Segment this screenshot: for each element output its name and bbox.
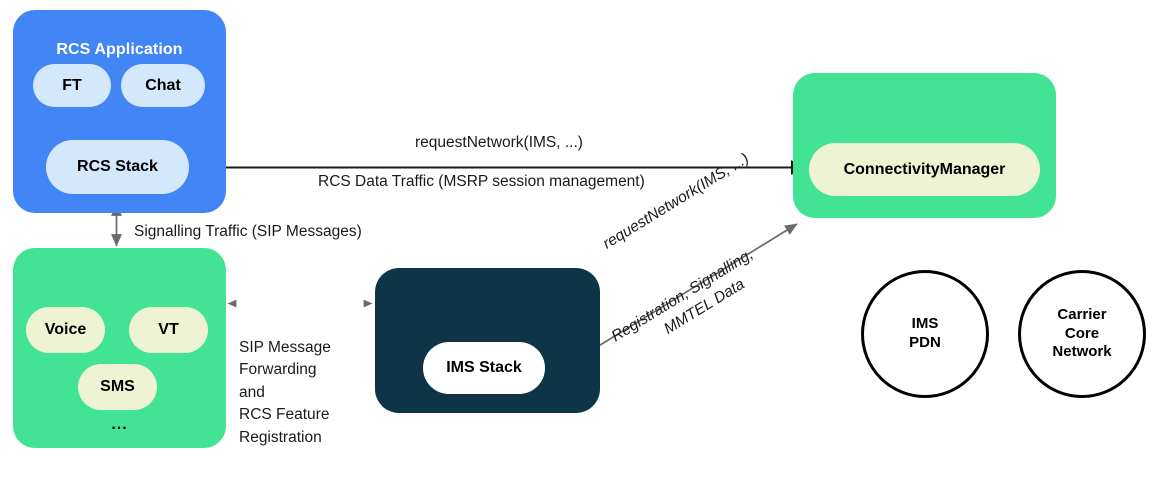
node-ft[interactable]: FT bbox=[33, 64, 111, 107]
node-label-sms: SMS bbox=[100, 378, 135, 395]
node-rcs-stack[interactable]: RCS Stack bbox=[46, 140, 189, 194]
node-label-vt: VT bbox=[158, 321, 179, 338]
edge-label-request-network-rcs: requestNetwork(IMS, ...) bbox=[415, 134, 583, 151]
edge-label-request-network-ims: requestNetwork(IMS, ...) bbox=[600, 150, 753, 253]
node-carrier-core-network[interactable]: Carrier Core Network bbox=[1018, 270, 1146, 398]
node-label-rcs-stack: RCS Stack bbox=[77, 158, 158, 175]
node-label-carrier-line1: Carrier bbox=[1057, 305, 1107, 323]
edge-label-signalling-traffic: Signalling Traffic (SIP Messages) bbox=[134, 223, 362, 240]
node-chat[interactable]: Chat bbox=[121, 64, 205, 107]
node-label-carrier-line2: Core bbox=[1064, 324, 1100, 342]
node-ims-pdn[interactable]: IMS PDN bbox=[861, 270, 989, 398]
edge-label-sip-message-forwarding: SIP Message Forwarding and RCS Feature R… bbox=[239, 339, 331, 446]
telephony-ellipsis: ... bbox=[111, 416, 128, 433]
node-label-voice: Voice bbox=[44, 321, 87, 338]
node-label-connectivity-manager: ConnectivityManager bbox=[843, 160, 1006, 178]
node-vt[interactable]: VT bbox=[129, 307, 208, 353]
node-label-ft: FT bbox=[62, 76, 82, 94]
node-sms[interactable]: SMS bbox=[78, 364, 157, 410]
node-label-ims-pdn-line2: PDN bbox=[909, 334, 941, 351]
node-voice[interactable]: Voice bbox=[26, 307, 105, 353]
node-ims-stack[interactable]: IMS Stack bbox=[423, 342, 545, 394]
node-label-ims-pdn-line1: IMS bbox=[911, 315, 939, 333]
node-label-chat: Chat bbox=[145, 76, 181, 94]
edge-label-rcs-data-traffic: RCS Data Traffic (MSRP session managemen… bbox=[318, 173, 645, 190]
node-label-ims-stack: IMS Stack bbox=[446, 359, 522, 376]
node-connectivity-manager[interactable]: ConnectivityManager bbox=[809, 143, 1040, 196]
node-label-carrier-line3: Network bbox=[1052, 343, 1112, 361]
group-title-rcs-application: RCS Application bbox=[56, 41, 183, 58]
edge-label-registration-signalling-mmtel: Registration, Signalling, MMTEL Data bbox=[608, 245, 757, 352]
